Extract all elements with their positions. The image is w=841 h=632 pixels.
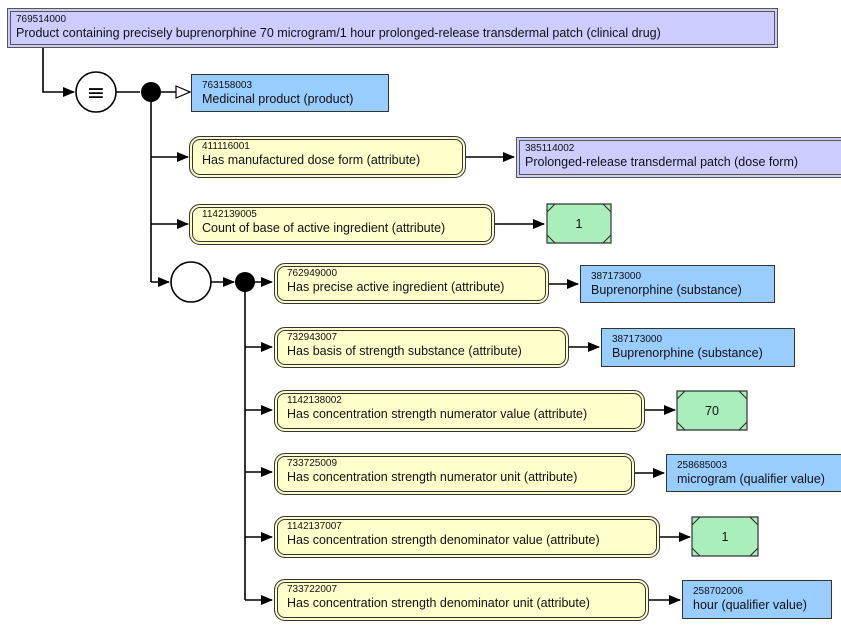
attribute-dose-form[interactable]: 411116001 Has manufactured dose form (at… [189, 136, 466, 178]
parent-concept[interactable]: 763158003 Medicinal product (product) [191, 74, 389, 112]
attribute-id: 762949000 [287, 268, 338, 279]
concrete-value-text: 1 [722, 530, 729, 544]
concept-label: Buprenorphine (substance) [612, 346, 763, 360]
attribute-id: 1142139005 [202, 209, 257, 220]
attribute-numerator-value[interactable]: 1142138002 Has concentration strength nu… [274, 390, 645, 432]
attribute-label: Has manufactured dose form (attribute) [202, 153, 421, 167]
attribute-label: Has concentration strength denominator v… [287, 533, 600, 547]
concept-label: Product containing precisely buprenorphi… [16, 26, 661, 40]
conjunction-dot [141, 82, 161, 102]
concrete-value-count-base: 1 [546, 203, 612, 244]
attribute-label: Has concentration strength numerator uni… [287, 470, 578, 484]
concept-label: Buprenorphine (substance) [591, 283, 742, 297]
concept-id: 258702006 [693, 586, 744, 597]
concrete-value-text: 1 [576, 217, 583, 231]
concrete-value-text: 70 [705, 404, 719, 418]
attribute-id: 733722007 [287, 584, 338, 595]
attribute-label: Has concentration strength denominator u… [287, 596, 590, 610]
attribute-id: 733725009 [287, 458, 338, 469]
concept-id: 763158003 [202, 80, 253, 91]
concept-label: Prolonged-release transdermal patch (dos… [525, 155, 799, 169]
attribute-id: 1142138002 [287, 395, 342, 406]
attribute-numerator-unit[interactable]: 733725009 Has concentration strength num… [274, 453, 635, 495]
concept-id: 387173000 [591, 271, 642, 282]
attribute-group-circle [170, 261, 212, 303]
dose-form-concept[interactable]: 385114002 Prolonged-release transdermal … [516, 137, 841, 178]
attribute-precise-ingredient[interactable]: 762949000 Has precise active ingredient … [274, 263, 549, 304]
concept-label: Medicinal product (product) [202, 92, 354, 106]
concrete-value-numerator: 70 [676, 390, 748, 431]
definition-status-symbol: ≡ [87, 81, 105, 106]
concrete-value-denominator: 1 [691, 516, 759, 557]
attribute-count-base[interactable]: 1142139005 Count of base of active ingre… [189, 204, 495, 245]
concept-label: hour (qualifier value) [693, 598, 807, 612]
attribute-id: 1142137007 [287, 521, 342, 532]
concept-id: 387173000 [612, 334, 663, 345]
concept-id: 769514000 [16, 14, 67, 25]
attribute-basis-strength[interactable]: 732943007 Has basis of strength substanc… [274, 327, 569, 368]
attribute-label: Has precise active ingredient (attribute… [287, 280, 505, 294]
concept-id: 258685003 [677, 460, 728, 471]
attribute-id: 411116001 [202, 141, 250, 152]
attribute-denominator-unit[interactable]: 733722007 Has concentration strength den… [274, 579, 649, 621]
root-concept[interactable]: 769514000 Product containing precisely b… [7, 8, 778, 48]
attribute-id: 732943007 [287, 332, 338, 343]
concept-label: microgram (qualifier value) [677, 472, 825, 486]
root-connector [42, 48, 75, 97]
concept-id: 385114002 [525, 143, 575, 154]
substance-concept-precise[interactable]: 387173000 Buprenorphine (substance) [580, 265, 775, 303]
attribute-label: Has concentration strength numerator val… [287, 407, 588, 421]
unit-concept-numerator[interactable]: 258685003 microgram (qualifier value) [666, 454, 841, 492]
group-conjunction-dot [235, 272, 255, 292]
attribute-label: Has basis of strength substance (attribu… [287, 344, 522, 358]
unit-concept-denominator[interactable]: 258702006 hour (qualifier value) [682, 580, 832, 619]
substance-concept-basis[interactable]: 387173000 Buprenorphine (substance) [601, 328, 795, 367]
attribute-denominator-value[interactable]: 1142137007 Has concentration strength de… [274, 516, 660, 558]
attribute-label: Count of base of active ingredient (attr… [202, 221, 446, 235]
